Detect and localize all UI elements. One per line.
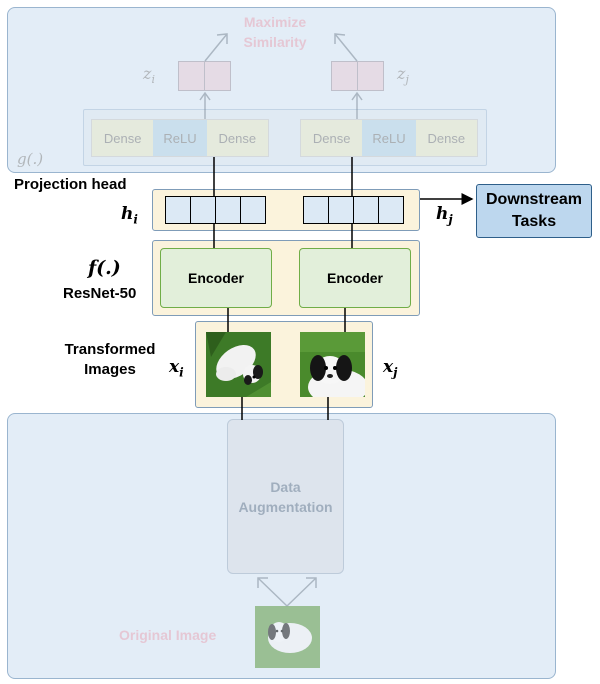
- z-j-label: zj: [397, 64, 409, 87]
- projection-head-label: Projection head: [14, 176, 127, 193]
- augmentation-arrows: [257, 577, 317, 607]
- h-i-label: hi: [121, 204, 138, 227]
- h-j-cell-1: [303, 196, 329, 224]
- z-i-label: zi: [143, 64, 155, 87]
- dense-layer-left-1: Dense: [92, 120, 154, 156]
- z-j-vector-cell-2: [357, 61, 384, 91]
- mlp-right: Dense ReLU Dense: [300, 119, 478, 157]
- similarity-arrows: [199, 33, 363, 119]
- relu-layer-left: ReLU: [153, 120, 207, 156]
- similarity-label: Similarity: [243, 34, 307, 50]
- z-i-vector-cell-2: [204, 61, 231, 91]
- projection-faded-group: Maximize Similarity zi zj Dense ReLU Den…: [0, 0, 600, 180]
- data-augmentation-box: Data Augmentation: [227, 419, 344, 574]
- images-label: Images: [84, 361, 136, 378]
- encoder-left: Encoder: [160, 248, 272, 308]
- downstream-tasks-box: Downstream Tasks: [476, 184, 592, 238]
- augmentation-label: Augmentation: [238, 498, 333, 515]
- dense-layer-right-2: Dense: [415, 120, 477, 156]
- original-image: [255, 606, 320, 668]
- transformed-images-label: Transformed Images: [55, 340, 165, 380]
- dog-rotated-image: [206, 332, 271, 397]
- g-function-label: g(.): [17, 150, 44, 168]
- x-i-label: xi: [169, 357, 184, 380]
- h-j-cell-4: [378, 196, 404, 224]
- tasks-label: Tasks: [511, 213, 557, 230]
- augmentation-faded-group: Data Augmentation Original Image: [0, 410, 600, 684]
- original-image-label: Original Image: [119, 627, 217, 643]
- data-label: Data: [270, 478, 301, 495]
- h-i-cell-3: [215, 196, 241, 224]
- maximize-label: Maximize: [243, 14, 307, 30]
- mlp-left: Dense ReLU Dense: [91, 119, 269, 157]
- resnet-label: ResNet-50: [63, 285, 137, 302]
- transformed-label: Transformed: [64, 341, 156, 358]
- main-connectors: [213, 157, 353, 420]
- dog-cropped-image: [300, 332, 365, 397]
- transformed-image-right: [300, 332, 365, 397]
- x-j-label: xj: [383, 357, 398, 380]
- transformed-image-left: [206, 332, 271, 397]
- h-j-label: hj: [436, 204, 453, 227]
- dense-layer-right-1: Dense: [301, 120, 363, 156]
- encoder-right: Encoder: [299, 248, 411, 308]
- dog-original-image: [255, 606, 320, 668]
- h-i-cell-2: [190, 196, 216, 224]
- f-function-label: f(.): [88, 257, 121, 279]
- h-i-cell-4: [240, 196, 266, 224]
- h-i-cell-1: [165, 196, 191, 224]
- dense-layer-left-2: Dense: [206, 120, 268, 156]
- relu-layer-right: ReLU: [362, 120, 416, 156]
- maximize-similarity-label: Maximize Similarity: [225, 12, 325, 52]
- downstream-label: Downstream: [485, 191, 583, 208]
- h-j-cell-3: [353, 196, 379, 224]
